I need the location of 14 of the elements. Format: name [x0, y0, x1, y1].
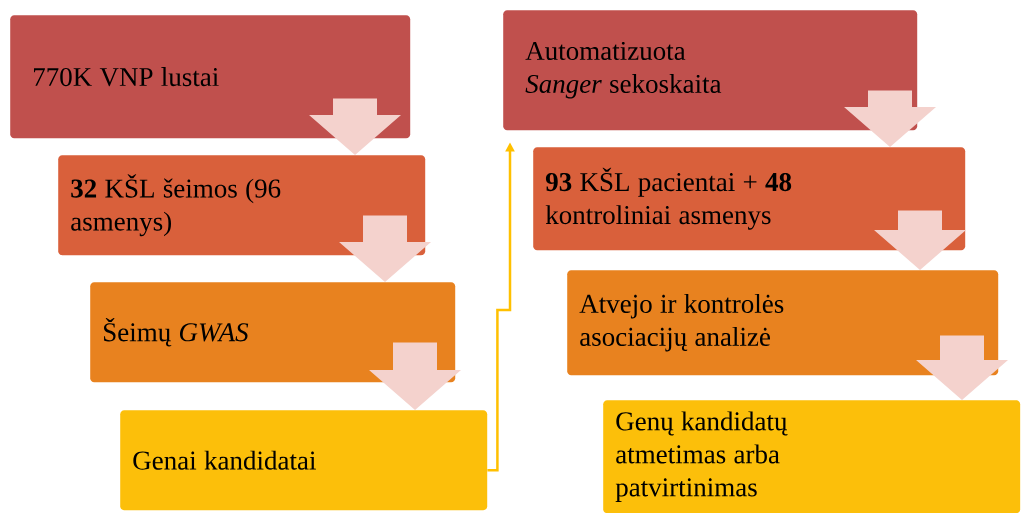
process-box: Automatizuota Sanger sekoskaita	[503, 10, 918, 131]
process-box: Genai kandidatai	[120, 410, 488, 511]
arrow	[369, 342, 461, 410]
arrow	[916, 335, 1008, 400]
process-box: 770K VNP lustai	[10, 15, 411, 139]
process-box: Atvejo ir kontrolės asociacijų analizė	[567, 270, 999, 376]
process-box: 93 KŠL pacientai + 48 kontroliniai asmenys	[533, 147, 966, 251]
process-box: Šeimų GWAS	[90, 282, 456, 383]
arrow	[874, 210, 966, 270]
arrow	[309, 98, 401, 155]
arrow	[844, 90, 936, 147]
arrow	[339, 215, 431, 282]
process-box: 32 KŠL šeimos (96 asmenys)	[58, 155, 426, 256]
process-box: Genų kandidatų atmetimas arba patvirtinimas	[603, 400, 1021, 513]
